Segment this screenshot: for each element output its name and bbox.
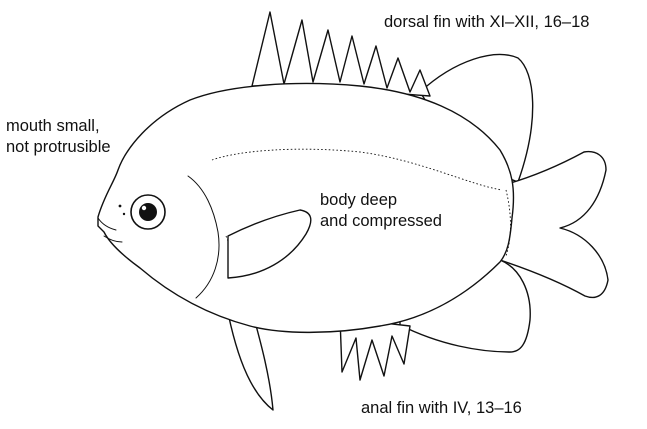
nostril [119,205,122,208]
mouth-label-line1: mouth small, [6,116,100,137]
nostril-rear [123,213,125,215]
dorsal-fin-label: dorsal fin with XI–XII, 16–18 [384,12,589,33]
mouth-label-line2: not protrusible [6,137,111,158]
eye-highlight [142,206,146,210]
body-label-line1: body deep [320,190,397,211]
body-label-line2: and compressed [320,211,442,232]
eye-pupil [139,203,157,221]
anal-fin-label: anal fin with IV, 13–16 [361,398,522,419]
